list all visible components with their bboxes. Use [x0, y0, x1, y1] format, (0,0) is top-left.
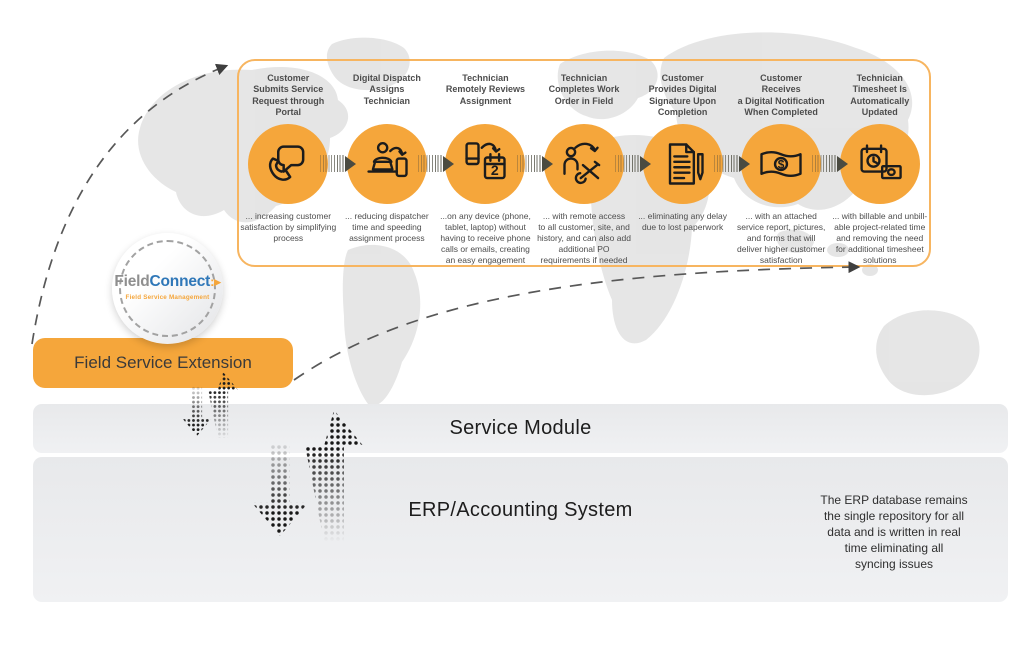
step-circle — [346, 124, 427, 204]
step-circle — [839, 124, 920, 204]
device-schedule-icon: 2 — [459, 138, 511, 190]
step-circle: $ — [741, 124, 822, 204]
flow-arrow-icon — [812, 155, 849, 172]
svg-text:2: 2 — [491, 162, 499, 178]
step-description: ... with an attached service report, pic… — [737, 211, 826, 266]
field-service-extension-box: Field Service Extension — [33, 338, 293, 388]
step-title: Customer Receives a Digital Notification… — [737, 73, 825, 117]
step-description: ... with remote access to all customer, … — [537, 211, 631, 266]
erp-note-text: The ERP database remains the single repo… — [820, 493, 968, 571]
step-title: Technician Completes Work Order in Field — [548, 73, 620, 106]
workflow-step: Technician Timesheet Is Automatically Up… — [812, 61, 929, 266]
step-description: ... with billable and unbill- able proje… — [832, 211, 928, 266]
logo-word-connect: Connect — [149, 273, 211, 290]
workflow-steps-row: Customer Submits Service Request through… — [239, 61, 929, 265]
workflow-step: Digital Dispatch Assigns Technician ... … — [319, 61, 437, 265]
step-circle — [544, 124, 625, 204]
workflow-step: Technician Completes Work Order in Field… — [516, 61, 634, 266]
flow-arrow-icon — [615, 155, 652, 172]
service-module-label: Service Module — [449, 417, 592, 439]
dispatcher-assign-icon — [361, 138, 413, 190]
step-title: Customer Provides Digital Signature Upon… — [648, 73, 717, 117]
step-title: Customer Submits Service Request through… — [252, 73, 325, 117]
workflow-panel: Customer Submits Service Request through… — [237, 59, 931, 267]
logo-tagline: Field Service Management — [125, 294, 210, 301]
field-service-extension-label: Field Service Extension — [74, 353, 252, 372]
logo-wordmark: FieldConnect:▸ Field Service Management — [112, 233, 223, 301]
service-module-bar: Service Module — [33, 404, 1008, 453]
fieldconnect-logo: FieldConnect:▸ Field Service Management — [112, 233, 223, 344]
step-circle — [248, 124, 329, 204]
step-description: ... increasing customer satisfaction by … — [240, 211, 337, 244]
flow-arrow-icon — [713, 155, 750, 172]
flow-arrow-icon — [418, 155, 455, 172]
phone-chat-icon — [262, 138, 314, 190]
workflow-step: Technician Remotely Reviews Assignment 2… — [418, 61, 535, 266]
step-title: Technician Remotely Reviews Assignment — [445, 73, 525, 106]
flow-arrow-icon — [516, 155, 553, 172]
document-sign-icon — [657, 138, 709, 190]
erp-system-bar: ERP/Accounting System The ERP database r… — [33, 457, 1008, 602]
workflow-step: Customer Receives a Digital Notification… — [713, 61, 831, 266]
step-description: ... eliminating any delay due to lost pa… — [638, 211, 728, 233]
logo-mark-icon: :▸ — [210, 274, 221, 289]
logo-word-field: Field — [114, 273, 150, 290]
step-title: Technician Timesheet Is Automatically Up… — [850, 73, 910, 117]
workflow-step: Customer Submits Service Request through… — [239, 61, 338, 265]
step-circle: 2 — [445, 124, 526, 204]
step-circle — [642, 124, 723, 204]
step-title: Digital Dispatch Assigns Technician — [352, 73, 421, 106]
step-description: ... reducing dispatcher time and speedin… — [345, 211, 429, 244]
svg-text:$: $ — [778, 157, 785, 171]
workflow-step: Customer Provides Digital Signature Upon… — [615, 61, 732, 265]
flow-arrow-icon — [319, 155, 356, 172]
erp-system-label: ERP/Accounting System — [408, 499, 633, 521]
technician-tools-icon — [558, 138, 610, 190]
money-icon: $ — [755, 138, 807, 190]
step-description: ...on any device (phone, tablet, laptop)… — [440, 211, 531, 266]
timesheet-icon — [854, 138, 906, 190]
